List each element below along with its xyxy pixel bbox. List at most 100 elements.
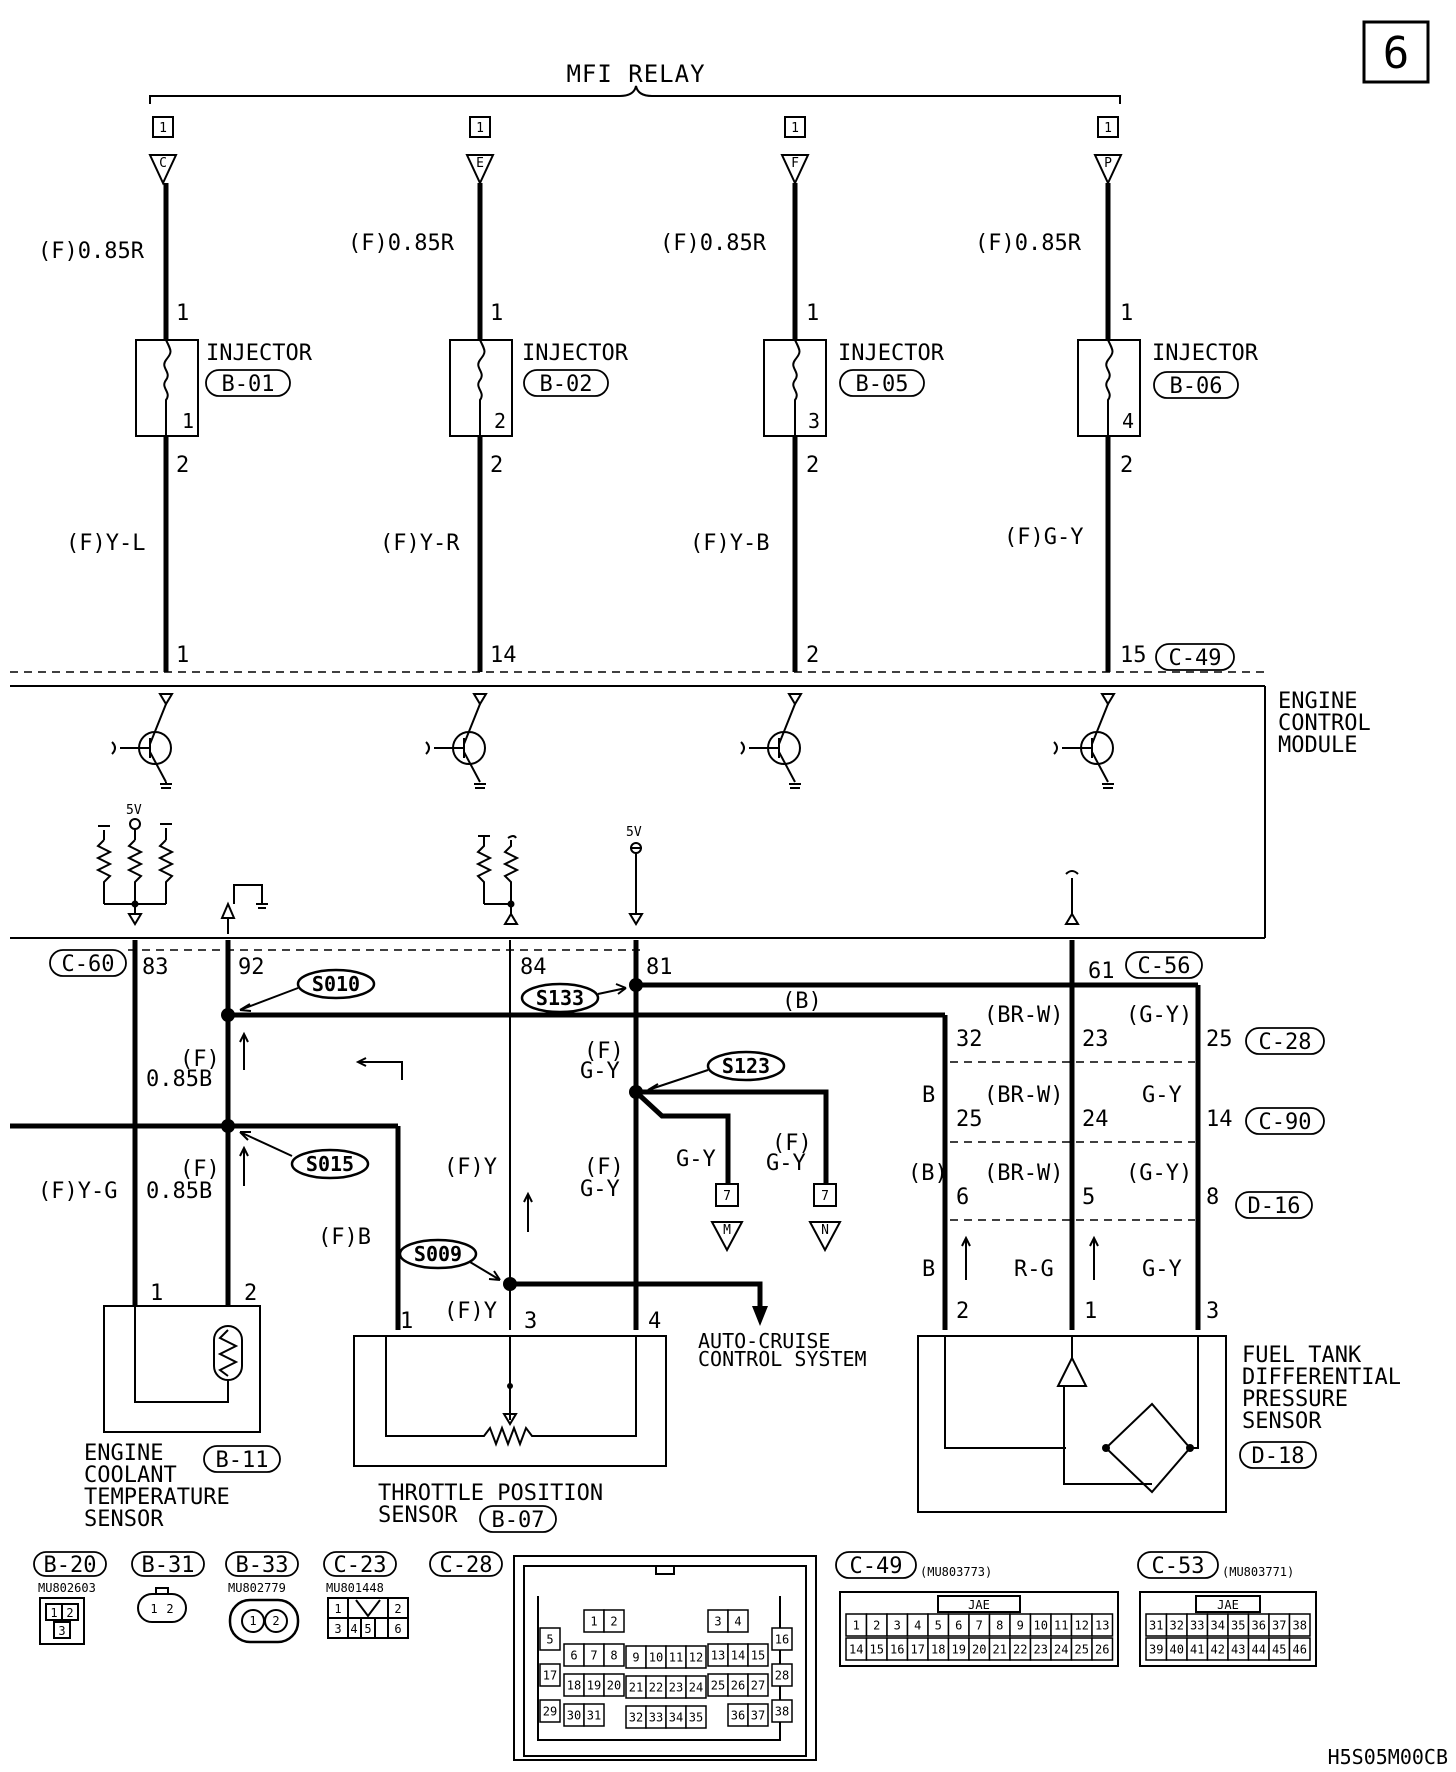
wire-color-top: (F)0.85R [38,239,145,264]
svg-text:(F): (F) [584,1155,624,1180]
ecm-connector-left: C-60 [62,952,115,977]
injector-connector: B-06 [1170,374,1223,399]
pin-number: 28 [775,1669,789,1683]
svg-text:(G-Y): (G-Y) [1126,1161,1192,1186]
pin-cell [539,1699,561,1723]
svg-text:SENSOR: SENSOR [84,1507,164,1532]
pin-number: 19 [952,1643,966,1657]
tps-supply-circuit: 5V [626,825,644,926]
pin-number: 11 [669,1651,683,1665]
pin-cell [539,1663,561,1687]
pin-number: 18 [567,1679,581,1693]
injector-connector: B-01 [222,372,275,397]
pin-number: 36 [731,1709,745,1723]
off-page-connector-n: 7 N [808,1183,842,1253]
svg-text:0.85B: 0.85B [146,1067,212,1092]
pin-number: 1 [853,1619,860,1633]
pin-number: 31 [587,1709,601,1723]
pin-number: 37 [751,1709,765,1723]
svg-text:(F): (F) [584,1039,624,1064]
svg-text:MU802603: MU802603 [38,1581,96,1595]
svg-text:(F): (F) [772,1131,812,1156]
svg-text:24: 24 [1082,1107,1109,1132]
svg-text:FUEL TANK: FUEL TANK [1242,1343,1362,1368]
relay-terminal-letter: P [1104,156,1112,171]
relay-terminal-letter: E [476,156,484,171]
cylinder-number: 1 [182,409,194,433]
pin-number: 18 [931,1643,945,1657]
svg-text:DIFFERENTIAL: DIFFERENTIAL [1242,1365,1401,1390]
pin-cell [685,1645,707,1669]
ecm-name-line-3: MODULE [1278,733,1357,758]
svg-text:B: B [922,1083,935,1108]
pin-number: 45 [1272,1643,1286,1657]
svg-text:2: 2 [66,1606,73,1620]
svg-text:B-31: B-31 [142,1553,195,1578]
injector-label: INJECTOR [522,341,629,366]
pin-number: 43 [1231,1643,1245,1657]
ecm-lower-pins: C-60 83 92 84 81 61 C-56 [49,949,1203,984]
connector-view-b33: B-33 MU802779 1 2 [225,1551,300,1644]
svg-text:2: 2 [166,1602,173,1616]
svg-text:1: 1 [1084,1299,1097,1324]
ect-input-circuit: 5V [95,803,268,934]
cylinder-number: 3 [808,409,820,433]
pin-cell [771,1627,793,1651]
pin-number: 16 [890,1643,904,1657]
pin-number: 6 [570,1649,577,1663]
ecm-pin: 14 [490,643,517,668]
svg-text:SENSOR: SENSOR [378,1503,458,1528]
ecm-name-line-2: CONTROL [1278,711,1371,736]
svg-text:7: 7 [821,1189,829,1204]
svg-text:C-28: C-28 [1259,1030,1312,1055]
svg-text:PRESSURE: PRESSURE [1242,1387,1348,1412]
ecm-pin: 1 [176,643,189,668]
svg-text:7: 7 [723,1189,731,1204]
pin-bottom: 2 [176,453,189,478]
pin-number: 12 [1075,1619,1089,1633]
svg-text:D-16: D-16 [1248,1194,1301,1219]
svg-text:SENSOR: SENSOR [1242,1409,1322,1434]
svg-text:6: 6 [956,1185,969,1210]
pin-number: 46 [1293,1643,1307,1657]
pin-number: 37 [1272,1619,1286,1633]
pin-number: 9 [1017,1619,1024,1633]
svg-text:COOLANT: COOLANT [84,1463,177,1488]
svg-text:C-28: C-28 [440,1553,493,1578]
ecm-pin: 15 [1120,643,1147,668]
svg-text:THROTTLE POSITION: THROTTLE POSITION [378,1481,603,1506]
svg-text:S009: S009 [414,1242,462,1266]
mfi-relay-title: MFI RELAY [566,60,705,88]
svg-text:(BR-W): (BR-W) [984,1161,1063,1186]
svg-text:B-20: B-20 [44,1553,97,1578]
pin-number: 42 [1211,1643,1225,1657]
svg-text:4: 4 [350,1622,357,1636]
svg-text:S133: S133 [536,986,584,1010]
pin-cell [603,1609,625,1633]
mfi-relay-brace: MFI RELAY [149,60,1121,104]
pin-number: 16 [775,1633,789,1647]
svg-text:M: M [723,1223,731,1238]
relay-terminal-box: 1 [476,121,484,136]
svg-text:(BR-W): (BR-W) [984,1083,1063,1108]
svg-text:C-23: C-23 [334,1553,387,1578]
svg-text:1: 1 [249,1614,256,1628]
pin-number: 32 [629,1711,643,1725]
pin-number: 10 [649,1651,663,1665]
auto-cruise-line-1: AUTO-CRUISE [698,1329,830,1353]
wire-color-top: (F)0.85R [348,231,455,256]
svg-text:TEMPERATURE: TEMPERATURE [84,1485,230,1510]
pin-number: 24 [1054,1643,1068,1657]
voltage-5v: 5V [126,803,142,818]
pin-cell [685,1705,707,1729]
svg-text:G-Y: G-Y [580,1177,620,1202]
pin-top: 1 [176,301,189,326]
pin-number: 22 [1013,1643,1027,1657]
pin-number: 39 [1149,1643,1163,1657]
pin-cell [747,1673,769,1697]
pin-number: 41 [1190,1643,1204,1657]
pin-bottom: 2 [1120,453,1133,478]
